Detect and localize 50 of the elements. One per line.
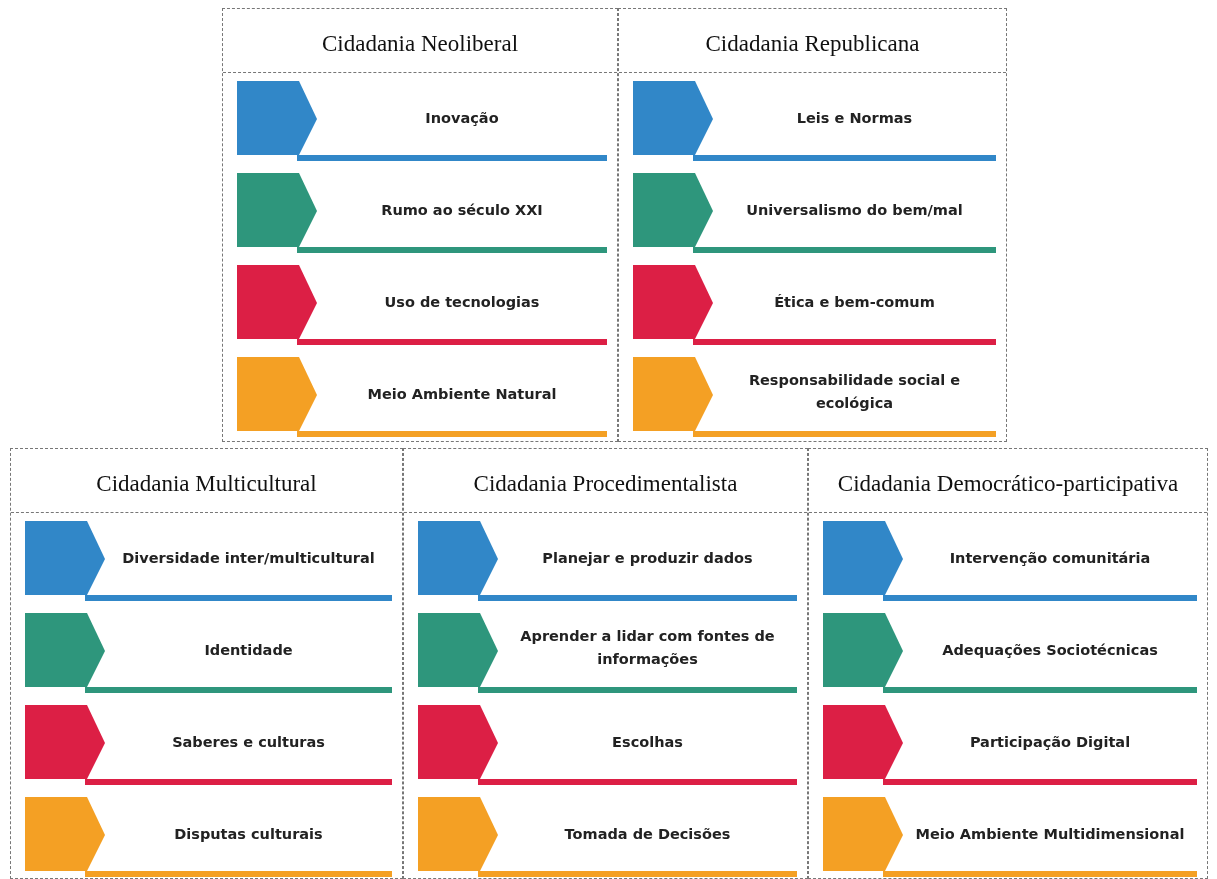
chevron-banner xyxy=(418,613,797,693)
category-panel xyxy=(618,8,1007,442)
chevron-banner xyxy=(237,357,607,437)
item-label: Responsabilidade social e ecológica xyxy=(747,371,962,414)
category-panel xyxy=(808,448,1208,879)
chevron-banner xyxy=(823,521,1197,601)
item-label: Aprender a lidar com fontes de informações xyxy=(519,627,776,670)
panel-title: Cidadania Neoliberal xyxy=(223,9,617,73)
item-label: Escolhas xyxy=(611,733,684,753)
chevron-banner xyxy=(418,521,797,601)
category-panel xyxy=(403,448,808,879)
item-label: Uso de tecnologias xyxy=(383,293,541,313)
chevron-banner xyxy=(237,265,607,345)
item-label: Adequações Sociotécnicas xyxy=(941,641,1159,661)
chevron-banner xyxy=(823,705,1197,785)
chevron-banner xyxy=(418,797,797,877)
panel-title: Cidadania Democrático-participativa xyxy=(809,449,1207,513)
item-label: Inovação xyxy=(424,109,500,129)
chevron-banner xyxy=(633,173,996,253)
item-label: Disputas culturais xyxy=(173,825,324,845)
item-label: Meio Ambiente Multidimensional xyxy=(914,825,1186,845)
chevron-banner xyxy=(418,705,797,785)
chevron-banner xyxy=(25,521,392,601)
item-label: Participação Digital xyxy=(968,733,1132,753)
chevron-banner xyxy=(633,265,996,345)
item-label: Diversidade inter/multicultural xyxy=(121,549,376,569)
item-label: Tomada de Decisões xyxy=(563,825,732,845)
item-label: Ética e bem-comum xyxy=(773,293,936,313)
item-label: Planejar e produzir dados xyxy=(541,549,754,569)
item-label: Meio Ambiente Natural xyxy=(366,385,558,405)
chevron-banner xyxy=(823,797,1197,877)
item-label: Universalismo do bem/mal xyxy=(745,201,964,221)
chevron-banner xyxy=(823,613,1197,693)
item-label: Rumo ao século XXI xyxy=(380,201,544,221)
chevron-banner xyxy=(25,613,392,693)
chevron-banner xyxy=(633,81,996,161)
category-panel xyxy=(222,8,618,442)
item-label: Leis e Normas xyxy=(795,109,914,129)
chevron-banner xyxy=(237,81,607,161)
category-panel xyxy=(10,448,403,879)
item-label: Identidade xyxy=(203,641,294,661)
item-label: Saberes e culturas xyxy=(171,733,326,753)
chevron-banner xyxy=(237,173,607,253)
chevron-banner xyxy=(25,705,392,785)
panel-title: Cidadania Republicana xyxy=(619,9,1006,73)
panel-title: Cidadania Procedimentalista xyxy=(404,449,807,513)
chevron-banner xyxy=(25,797,392,877)
item-label: Intervenção comunitária xyxy=(948,549,1152,569)
chevron-banner xyxy=(633,357,996,437)
panel-title: Cidadania Multicultural xyxy=(11,449,402,513)
